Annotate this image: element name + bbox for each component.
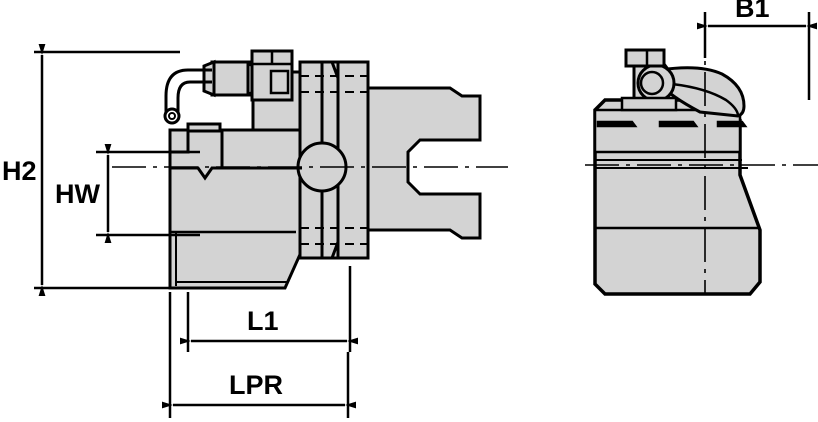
end-fitting-bore-inner	[639, 70, 665, 96]
dimension-lpr: LPR	[162, 292, 356, 418]
l1-dim-label: L1	[247, 306, 279, 336]
dimension-l1: L1	[180, 266, 358, 352]
insert-clamp-cap	[186, 122, 222, 133]
end-fitting-base-plate	[620, 96, 678, 112]
dimension-b1: B1	[697, 0, 817, 100]
hsk-shank	[366, 86, 482, 240]
coolant-valve-port	[269, 69, 290, 95]
end-view-group	[585, 20, 818, 296]
end-coolant-tube	[658, 66, 746, 118]
insert-seat-pad-center	[658, 120, 699, 128]
end-coolant-tube-inner-line	[671, 82, 740, 116]
insert-seat-pad-right	[716, 120, 748, 128]
hw-dim-label: HW	[55, 179, 100, 209]
dimension-h2: H2	[2, 44, 180, 296]
flange-rib-right	[336, 60, 370, 260]
coolant-hose-end-bore	[168, 112, 176, 120]
coolant-hose-inner	[176, 80, 212, 112]
insert-seat-pad-left	[596, 120, 638, 128]
dimension-hw: HW	[55, 144, 200, 243]
lpr-dim-label: LPR	[229, 370, 283, 400]
coolant-fitting-hex	[202, 59, 216, 98]
coolant-hose	[164, 68, 212, 112]
end-body-upper-band	[593, 108, 742, 154]
h2-dim-label: H2	[2, 156, 37, 186]
side-view-group	[112, 49, 508, 290]
coolant-fitting-barrel	[210, 60, 252, 97]
b1-dim-label: B1	[735, 0, 770, 23]
end-fitting-top-cap	[624, 48, 666, 68]
